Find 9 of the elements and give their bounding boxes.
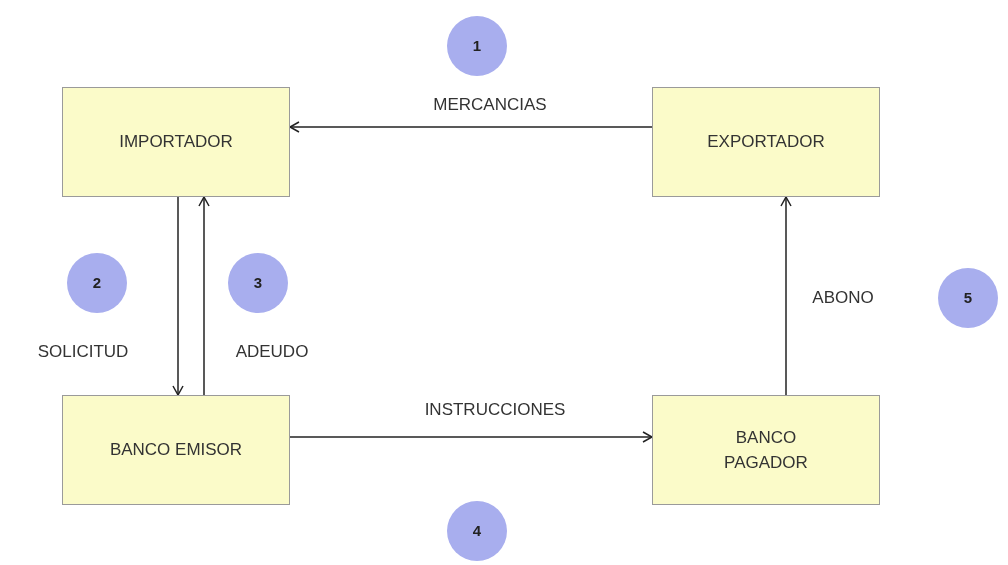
arrow [198,196,210,396]
entity-box: EXPORTADOR [652,87,880,197]
arrow [289,431,653,443]
entity-box: BANCO EMISOR [62,395,290,505]
entity-box: BANCO PAGADOR [652,395,880,505]
entity-box: IMPORTADOR [62,87,290,197]
arrow [172,196,184,396]
arrow [780,196,792,396]
arrow [289,121,653,133]
